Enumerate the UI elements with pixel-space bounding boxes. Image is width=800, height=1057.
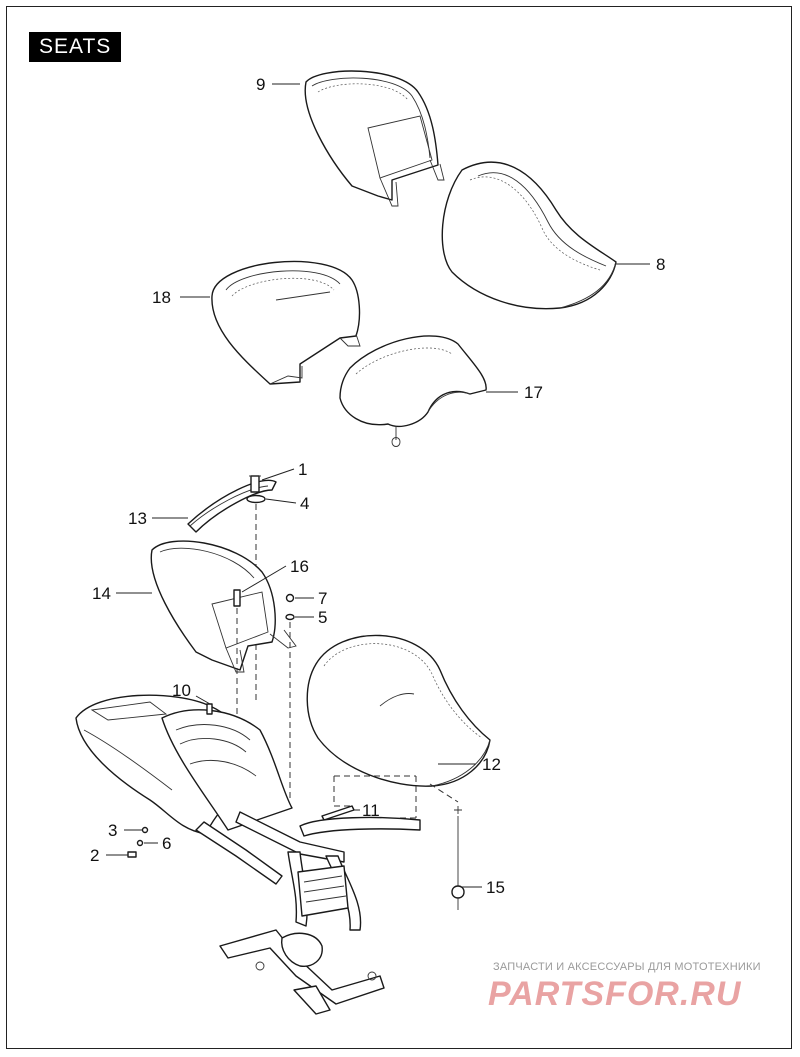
callout-9: 9 (256, 75, 265, 94)
callout-3: 3 (108, 821, 117, 840)
part-5-washer[interactable] (285, 613, 295, 621)
callout-13: 13 (128, 509, 147, 528)
rear-fender-frame-assembly (75, 694, 421, 1015)
assembly-line-cable (429, 783, 459, 803)
callout-1: 1 (298, 460, 307, 479)
part-12-solo-seat[interactable] (306, 634, 491, 787)
part-3-washer[interactable] (141, 826, 149, 834)
part-2-screw[interactable] (127, 851, 137, 858)
callout-8: 8 (656, 255, 665, 274)
assembly-box-seat (333, 775, 417, 819)
diagram-frame (6, 6, 792, 1049)
callout-12: 12 (482, 755, 501, 774)
callout-4: 4 (300, 494, 309, 513)
callout-6: 6 (162, 834, 171, 853)
part-7-nut[interactable] (285, 593, 295, 603)
part-16-stud[interactable] (233, 589, 241, 607)
part-15-seat-cable[interactable] (451, 806, 465, 910)
callout-14: 14 (92, 584, 111, 603)
leader-4 (265, 498, 297, 504)
part-10-screw[interactable] (206, 703, 213, 715)
part-8-solo-seat[interactable] (441, 161, 617, 310)
part-4-washer[interactable] (246, 494, 266, 504)
part-6-washer[interactable] (136, 839, 144, 847)
callout-7: 7 (318, 589, 327, 608)
callout-18: 18 (152, 288, 171, 307)
callout-10: 10 (172, 681, 191, 700)
callout-16: 16 (290, 557, 309, 576)
part-1-screw[interactable] (249, 475, 261, 493)
watermark-caption: ЗАПЧАСТИ И АКСЕССУАРЫ ДЛЯ МОТОТЕХНИКИ (493, 961, 761, 973)
callout-15: 15 (486, 878, 505, 897)
callout-17: 17 (524, 383, 543, 402)
leader-16 (241, 565, 287, 593)
leader-10 (195, 695, 211, 705)
part-14-pillion-seat[interactable] (150, 540, 297, 673)
callout-5: 5 (318, 608, 327, 627)
callout-11: 11 (362, 801, 380, 820)
part-9-pillion-seat[interactable] (304, 70, 445, 207)
leader-1 (261, 468, 295, 481)
part-13-grab-strap[interactable] (187, 479, 277, 533)
part-17-pillion-pad[interactable] (339, 335, 487, 447)
section-title: SEATS (29, 32, 122, 62)
part-18-pillion-seat[interactable] (211, 260, 361, 385)
watermark-logo: PARTSFOR.RU (488, 975, 742, 1013)
callout-2: 2 (90, 846, 99, 865)
